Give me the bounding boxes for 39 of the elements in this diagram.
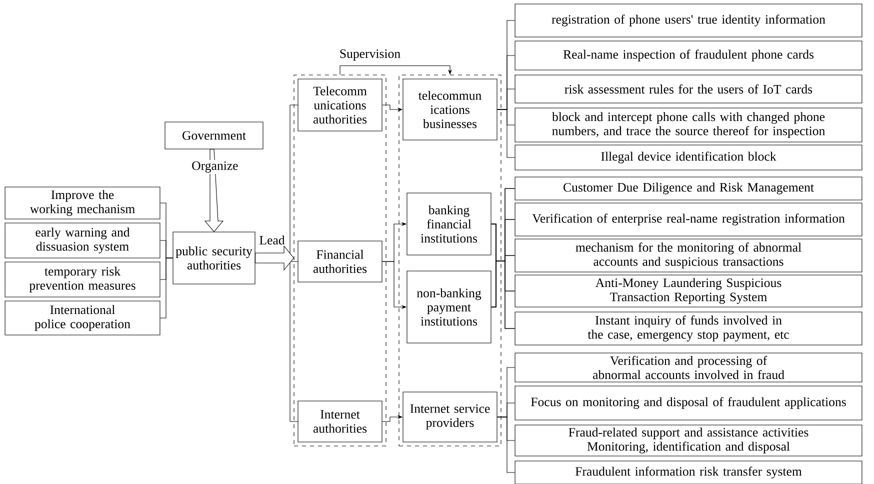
connector-line (497, 416, 516, 473)
connector-line (491, 260, 516, 329)
connector-line (160, 258, 173, 318)
process-box: International police cooperation (4, 300, 160, 336)
group-box (398, 74, 502, 446)
process-box: telecommun ications businesses (402, 78, 498, 140)
process-box: Improve the working mechanism (4, 186, 160, 220)
edge-label: Organize (192, 161, 238, 173)
edge-label: Supervision (340, 49, 400, 61)
process-box: Real-name inspection of fraudulent phone cards (514, 40, 862, 70)
process-box: Fraud-related support and assistance activities Monitoring, identification and disposal (514, 424, 862, 456)
connector-line (497, 109, 516, 158)
process-box: mechanism for the monitoring of abnormal accounts and suspicious transactions (514, 238, 862, 272)
process-box: temporary risk prevention measures (4, 262, 160, 298)
process-box: non-banking payment institutions (406, 270, 492, 344)
process-box: banking financial institutions (406, 192, 492, 256)
process-box: public security authorities (172, 232, 256, 284)
arrow (204, 148, 224, 232)
process-box: Fraudulent information risk transfer system (514, 460, 862, 484)
process-box: block and intercept phone calls with changed phone numbers, and trace the source thereof for inspection (514, 108, 862, 142)
process-box: Focus on monitoring and disposal of fraudulent applications (514, 386, 862, 420)
process-box: Government (164, 122, 264, 150)
process-box: Customer Due Diligence and Risk Management (514, 176, 862, 200)
process-box: Anti-Money Laundering Suspicious Transaction Reporting System (514, 274, 862, 308)
process-box: registration of phone users' true identity information (514, 4, 862, 38)
process-box: Telecomm unications authorities (298, 78, 382, 132)
process-box: risk assessment rules for the users of IoT cards (514, 74, 862, 104)
process-box: Instant inquiry of funds involved in the case, emergency stop payment, etc (514, 312, 862, 346)
process-box: Internet authorities (298, 400, 382, 442)
process-box: Internet service providers (402, 392, 498, 442)
arrow (255, 245, 294, 271)
group-box (294, 74, 386, 446)
arrow (340, 66, 452, 76)
process-box: Financial authorities (298, 240, 382, 282)
process-box: Verification and processing of abnormal accounts involved in fraud (514, 352, 862, 382)
process-box: early warning and dissuasion system (4, 222, 160, 258)
process-box: Verification of enterprise real-name registration information (514, 202, 862, 236)
edge-label: Lead (260, 235, 285, 244)
process-box: Illegal device identification block (514, 144, 862, 170)
